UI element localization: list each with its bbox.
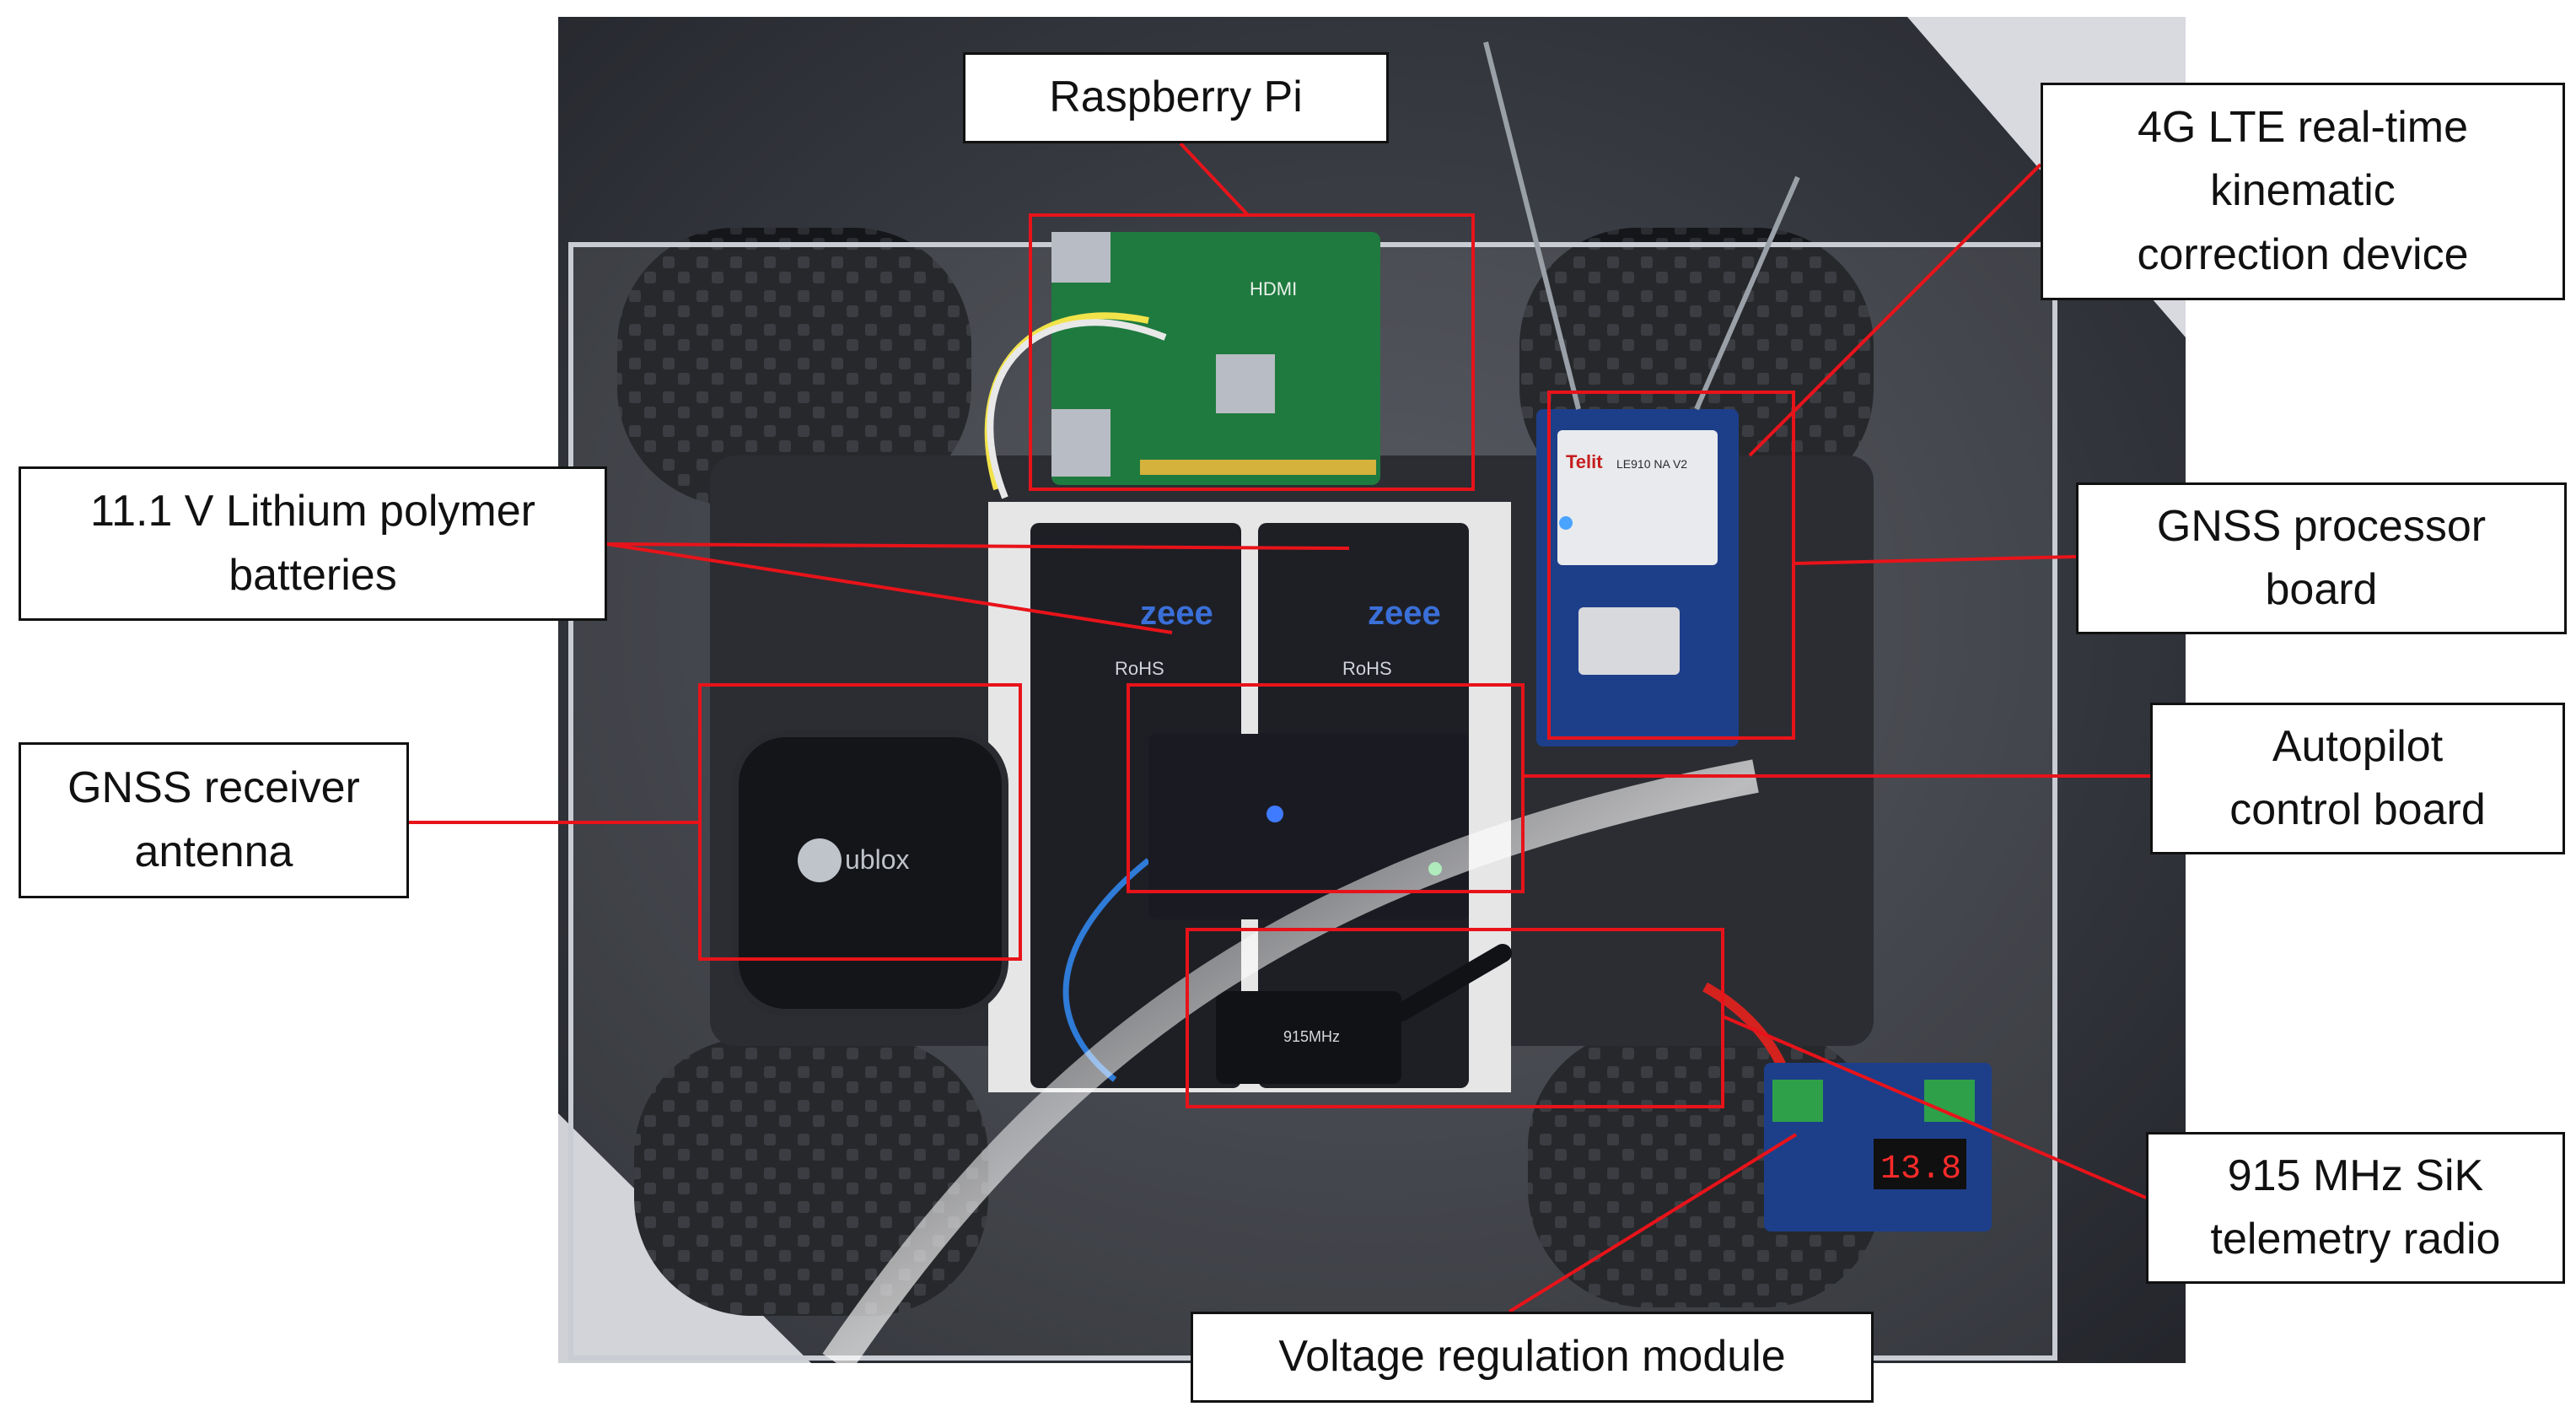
led-blue (1559, 516, 1573, 530)
label-gnss-antenna: GNSS receiver antenna (19, 742, 409, 898)
wheel-front-left (617, 228, 971, 506)
label-raspberry-pi: Raspberry Pi (963, 52, 1389, 143)
lte-module-brand: Telit (1566, 451, 1603, 472)
label-batteries: 11.1 V Lithium polymer batteries (19, 466, 607, 621)
wheel-rear-left (634, 1037, 988, 1316)
light-reflection (822, 759, 1759, 1363)
leader-raspberry-pi (1179, 142, 1250, 217)
radio-antenna (1392, 944, 1512, 1021)
label-lte-rtk: 4G LTE real-time kinematic correction de… (2041, 83, 2565, 300)
terminal-block-left (1772, 1080, 1823, 1122)
rpi-hdmi-marking: HDMI (1250, 278, 1297, 299)
ublox-logo-dot (798, 838, 842, 882)
leader-battery-2 (606, 542, 1350, 550)
label-telemetry-radio: 915 MHz SiK telemetry radio (2146, 1132, 2565, 1284)
battery-rohs-1: RoHS (1115, 658, 1164, 679)
antenna-brand-marking: ublox (845, 844, 910, 875)
wire-white (987, 319, 1167, 499)
rpi-usb-port (1051, 232, 1111, 283)
leader-voltage (1508, 1133, 1798, 1313)
battery-brand-2: zeee (1368, 595, 1441, 632)
leader-telemetry (1722, 1015, 2147, 1199)
leader-lte (1748, 163, 2042, 457)
rover-photo: zeee zeee RoHS RoHS HDMI ublox Telit (558, 17, 2186, 1363)
antenna-wire-1 (1483, 41, 1581, 410)
lte-module (1557, 430, 1718, 565)
voltage-display-reading: 13.8 (1880, 1151, 1961, 1188)
rover-illustration: zeee zeee RoHS RoHS HDMI ublox Telit (558, 17, 2186, 1363)
rpi-gpio-header (1140, 460, 1376, 475)
leader-gnss-processor (1793, 555, 2077, 565)
label-autopilot: Autopilot control board (2150, 703, 2565, 854)
box-autopilot (1127, 683, 1525, 893)
autopilot-led (1266, 806, 1283, 822)
label-voltage-module: Voltage regulation module (1191, 1312, 1874, 1403)
lte-module-model: LE910 NA V2 (1616, 457, 1687, 471)
label-gnss-processor: GNSS processor board (2076, 482, 2567, 634)
voltage-display (1874, 1139, 1966, 1189)
gnss-chip (1578, 607, 1680, 675)
rpi-soc (1216, 354, 1275, 413)
telemetry-radio (1216, 991, 1401, 1084)
battery-brand-1: zeee (1140, 595, 1213, 632)
antenna-wire-2 (1694, 175, 1800, 411)
leader-battery-1 (606, 542, 1173, 634)
battery-rohs-2: RoHS (1342, 658, 1392, 679)
box-gnss-processor (1547, 391, 1795, 740)
box-raspberry-pi (1029, 213, 1475, 491)
radio-frequency-marking: 915MHz (1283, 1028, 1340, 1045)
box-telemetry-radio (1186, 928, 1724, 1108)
box-gnss-antenna (698, 683, 1022, 961)
rpi-ethernet-port (1051, 409, 1111, 477)
gnss-antenna-puck (732, 730, 1008, 1016)
